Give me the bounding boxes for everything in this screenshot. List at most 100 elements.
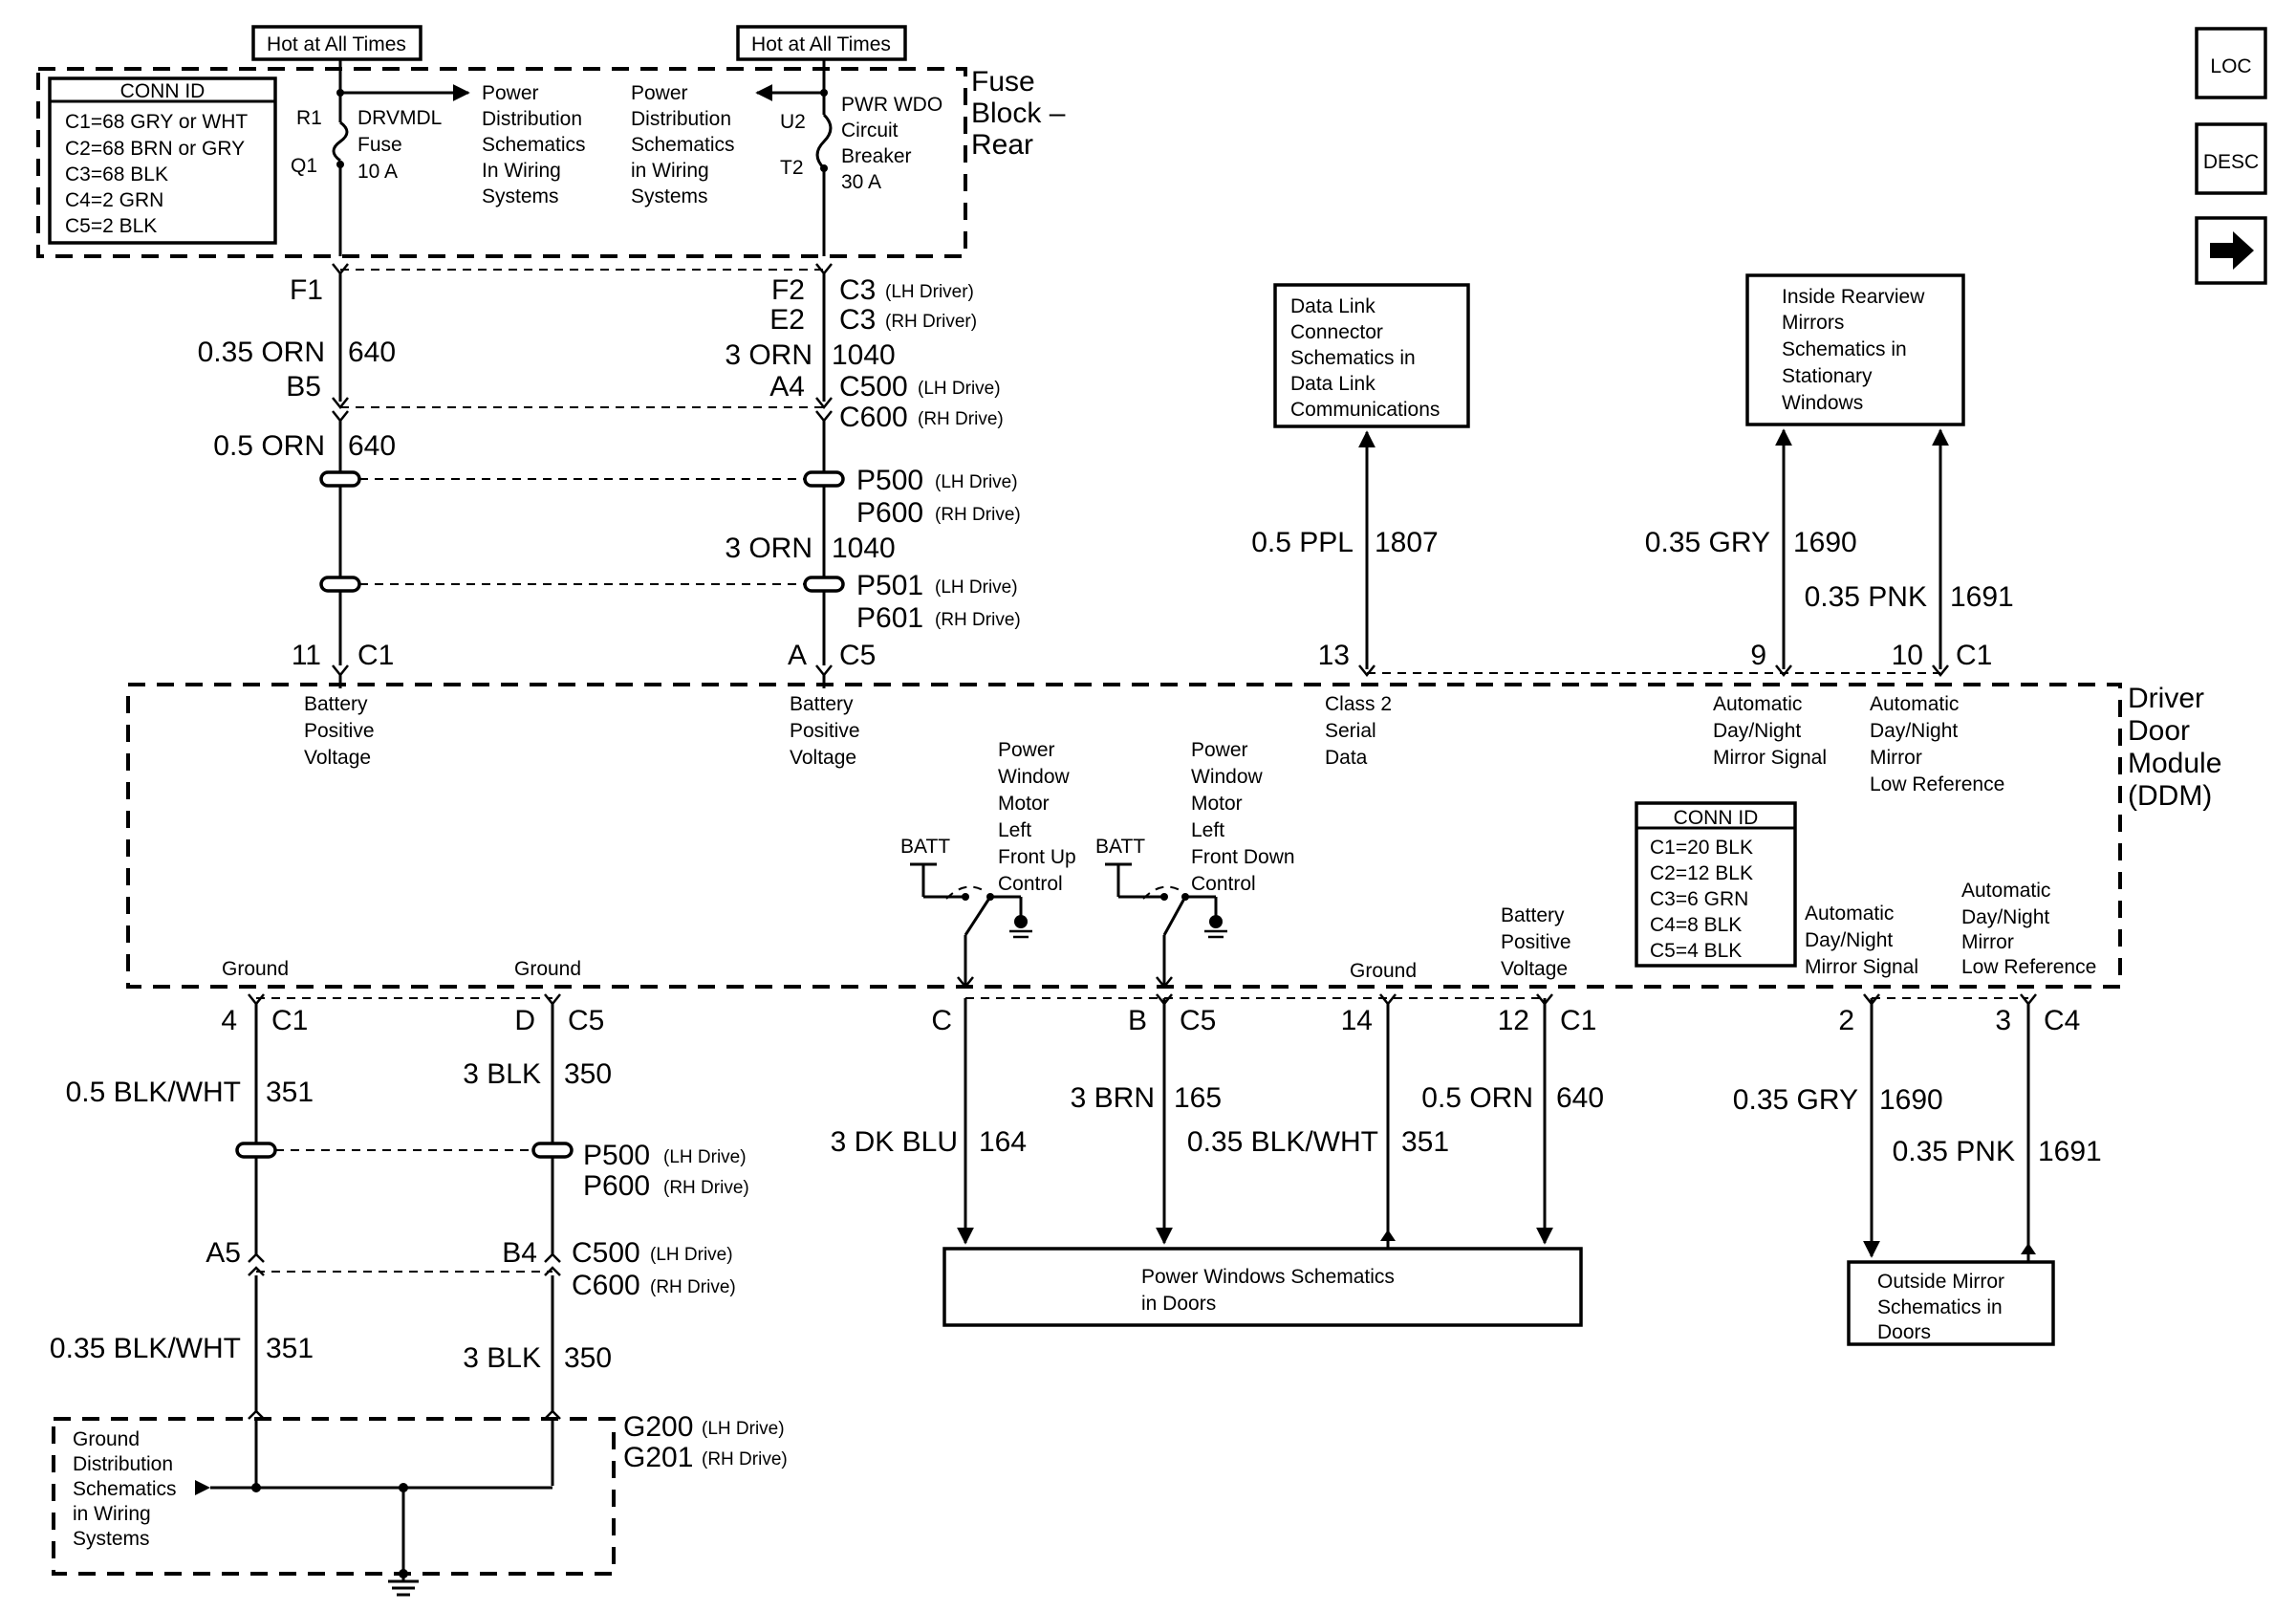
connector-note: (RH Drive) <box>935 610 1021 630</box>
circuit-640-top: F1 0.35 ORN 640 B5 0.5 ORN 640 11 C1 <box>198 263 396 688</box>
om-box-line: Doors <box>1877 1321 1931 1343</box>
circuit-number: 351 <box>266 1333 314 1364</box>
pin-f1: F1 <box>290 274 323 306</box>
ddm-label: Mirror <box>1870 747 1922 769</box>
pin-c: C <box>931 1005 952 1036</box>
pw-box-line: Power Windows Schematics <box>1141 1266 1395 1288</box>
connector-p500: P500 <box>583 1140 650 1171</box>
wire-color: 0.5 ORN <box>213 430 325 462</box>
ddm-label: Positive <box>304 720 375 742</box>
outside-mirror-circuits: 2 3 C4 0.35 GRY 1690 0.35 PNK 1691 Outsi… <box>1733 993 2102 1346</box>
connector-c5: C5 <box>839 640 876 671</box>
ground-g201: G201 <box>623 1442 693 1473</box>
ddm-label: Front Up <box>998 846 1076 868</box>
ddm-label: Power <box>1191 739 1248 761</box>
hot-label-left: Hot at All Times <box>267 33 406 55</box>
connector-note: (RH Drive) <box>935 505 1021 525</box>
breaker-name: Breaker <box>841 145 912 167</box>
ground-note: (RH Drive) <box>702 1449 788 1469</box>
ddm-title: Door <box>2128 715 2190 747</box>
ref-right: Systems <box>631 185 708 207</box>
connector-note: (LH Drive) <box>935 472 1018 492</box>
circuit-number: 640 <box>348 430 396 462</box>
ddm-label: Ground <box>514 958 581 980</box>
conn-id-title: CONN ID <box>120 80 206 102</box>
connector-c3: C3 <box>839 304 876 336</box>
wire-color: 0.35 GRY <box>1733 1084 1858 1116</box>
ddm-label: Data <box>1325 747 1368 769</box>
connector-c1: C1 <box>1956 640 1992 671</box>
gnd-box-line: Ground <box>73 1428 140 1450</box>
connector-c600: C600 <box>839 402 908 433</box>
conn-id-line: C4=2 GRN <box>65 189 163 211</box>
loc-button[interactable]: LOC <box>2195 27 2267 99</box>
circuit-number: 1040 <box>832 339 896 371</box>
pin-a5: A5 <box>206 1237 241 1269</box>
pin-b4: B4 <box>502 1237 537 1269</box>
ddm-label: Low Reference <box>1961 956 2096 978</box>
dlc-box-line: Schematics in <box>1290 347 1416 369</box>
desc-button[interactable]: DESC <box>2195 122 2267 195</box>
ddm-label: Automatic <box>1961 880 2050 902</box>
pin-b5: B5 <box>286 371 321 403</box>
conn-id-line: C2=68 BRN or GRY <box>65 138 245 160</box>
ddm-label: Low Reference <box>1870 773 2004 795</box>
ddm-title: Module <box>2128 748 2221 779</box>
circuit-number: 640 <box>348 337 396 368</box>
ddm-label: Left <box>1191 819 1224 841</box>
fuse-name: Fuse <box>357 134 402 156</box>
ddm-label: Battery <box>1501 904 1565 926</box>
hot-label-right: Hot at All Times <box>751 33 891 55</box>
connector-note: (LH Drive) <box>663 1147 747 1167</box>
desc-button-label: DESC <box>2203 151 2259 173</box>
gnd-box-line: Distribution <box>73 1453 173 1475</box>
connector-p600: P600 <box>583 1170 650 1202</box>
circuit-number: 1690 <box>1879 1084 1943 1116</box>
circuit-1040-top: F2 C3 (LH Driver) E2 C3 (RH Driver) 3 OR… <box>340 263 1021 688</box>
wire-color: 0.35 GRY <box>1645 527 1770 558</box>
conn-id-line: C1=20 BLK <box>1650 837 1753 859</box>
wire-color: 0.35 PNK <box>1893 1136 2015 1167</box>
wire-color: 0.35 BLK/WHT <box>1187 1126 1378 1158</box>
batt-label: BATT <box>900 836 950 858</box>
ddm-label: Automatic <box>1713 693 1802 715</box>
circuit-number: 164 <box>979 1126 1027 1158</box>
fuse-block-title-1: Fuse <box>971 66 1035 98</box>
connector-c1: C1 <box>271 1005 308 1036</box>
breaker-name: Circuit <box>841 120 899 142</box>
connector-c3: C3 <box>839 274 876 306</box>
fuse-block-rear: Fuse Block – Rear CONN ID C1=68 GRY or W… <box>36 66 1066 258</box>
connector-p501: P501 <box>856 570 923 601</box>
connector-note: (RH Drive) <box>663 1178 749 1198</box>
ground-icon <box>1014 915 1028 928</box>
ref-right: Power <box>631 82 688 104</box>
relay-switch-icon <box>1105 862 1227 990</box>
pw-box-line: in Doors <box>1141 1293 1216 1315</box>
fuse-block-title-3: Rear <box>971 129 1033 161</box>
ddm-label: Day/Night <box>1713 720 1801 742</box>
circuit-number: 1690 <box>1793 527 1857 558</box>
ddm-label: Automatic <box>1805 903 1894 925</box>
next-button[interactable] <box>2195 216 2267 285</box>
ground-circuits: 4 C1 0.5 BLK/WHT 351 D C5 3 BLK 350 P500… <box>50 993 788 1597</box>
connector-note: (RH Drive) <box>650 1277 736 1297</box>
circuit-number: 1040 <box>832 533 896 564</box>
connector-c500: C500 <box>839 371 908 403</box>
ref-left: In Wiring <box>482 160 561 182</box>
ddm-label: Day/Night <box>1870 720 1958 742</box>
ddm-title: (DDM) <box>2128 780 2212 812</box>
ddm-label: Left <box>998 819 1031 841</box>
conn-id-line: C3=6 GRN <box>1650 888 1748 910</box>
connector-c5: C5 <box>568 1005 604 1036</box>
om-box-line: Outside Mirror <box>1877 1271 2004 1293</box>
fuse-icon <box>332 120 349 163</box>
relay-switch-icon <box>910 862 1032 990</box>
ground-note: (LH Drive) <box>702 1419 785 1439</box>
mirror-box-line: Inside Rearview <box>1782 286 1925 308</box>
ddm-label: Voltage <box>304 747 371 769</box>
pin-a4: A4 <box>769 371 805 403</box>
inside-mirror-ref: Inside Rearview Mirrors Schematics in St… <box>1367 273 2014 678</box>
ddm-label: Automatic <box>1870 693 1959 715</box>
dlc-box-line: Communications <box>1290 399 1440 421</box>
